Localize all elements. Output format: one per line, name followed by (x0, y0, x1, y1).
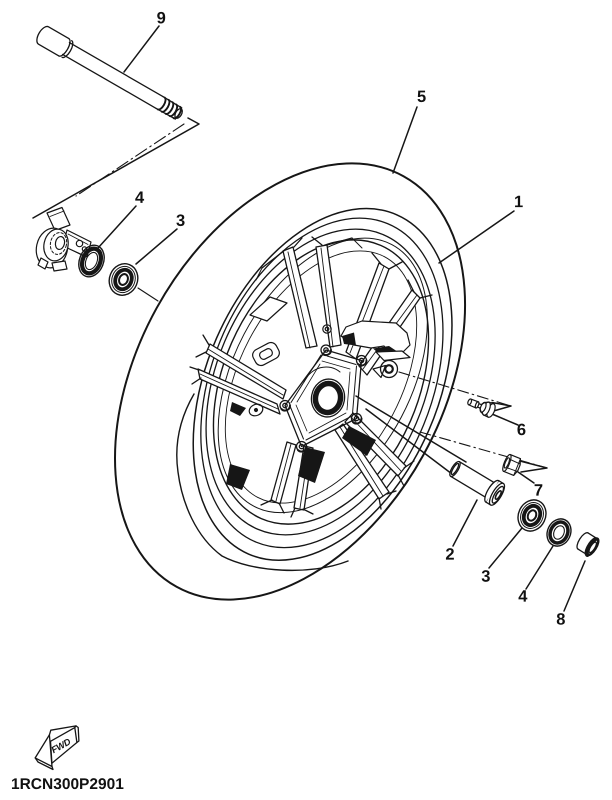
svg-text:3: 3 (481, 568, 490, 586)
svg-text:3: 3 (176, 212, 185, 230)
svg-text:4: 4 (135, 189, 145, 207)
svg-text:4: 4 (518, 588, 528, 606)
svg-text:1: 1 (514, 193, 523, 211)
svg-text:5: 5 (417, 88, 426, 106)
svg-text:9: 9 (157, 9, 166, 27)
svg-text:7: 7 (534, 482, 543, 500)
svg-text:8: 8 (556, 611, 565, 629)
svg-text:2: 2 (445, 546, 454, 564)
svg-text:6: 6 (517, 421, 526, 439)
svg-text:1RCN300P2901: 1RCN300P2901 (11, 776, 124, 793)
